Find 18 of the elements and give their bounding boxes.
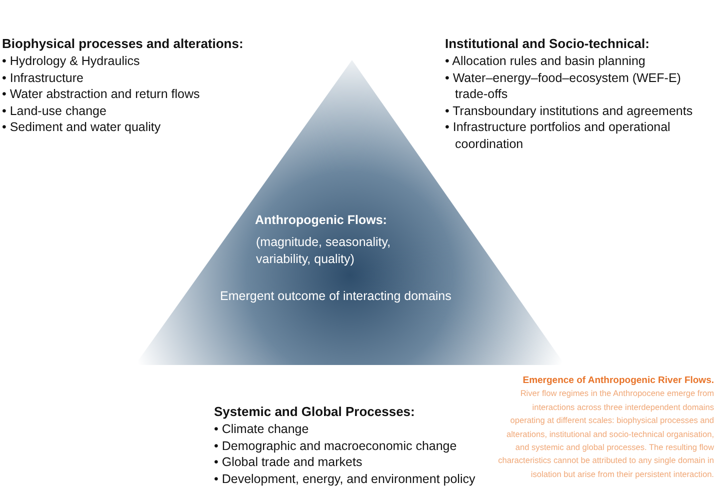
bullet-item: • Hydrology & Hydraulics [2, 53, 141, 70]
bullet-item: • Allocation rules and basin planning [445, 53, 646, 70]
caption-text: Emergence of Anthropogenic River Flows. River flow regimes in the Anthropocene emerge from interactions across three interdependent domains operating at different scales: biophysical processes and alterations, institutional and socio-technical organisation, and systemic and global processes. The resulting flow characteristics cannot be attributed to any single domain in isolation but arise from their persistent interaction. [498, 374, 714, 481]
node-text: (magnitude, seasonality, variability, quality) [256, 234, 392, 267]
node-heading: Anthropogenic Flows: [255, 212, 388, 228]
node-text: Emergent outcome of interacting domains [220, 288, 452, 304]
bullet-item: • Land-use change [2, 102, 108, 119]
section-heading: Biophysical processes and alterations: [2, 36, 244, 51]
bullet-item: • Sediment and water quality [2, 119, 162, 136]
bullet-item: • Water–energy–food–ecosystem (WEF-E) trade-offs [445, 70, 682, 102]
bullet-item: • Water abstraction and return flows [2, 86, 201, 102]
bullet-item: • Infrastructure portfolios and operational coordination [445, 119, 672, 152]
bullet-item: • Demographic and macroeconomic change [214, 438, 458, 454]
bullet-item: • Transboundary institutions and agreements [445, 102, 694, 119]
section-heading: Systemic and Global Processes: [214, 404, 416, 419]
section-heading: Institutional and Socio-technical: [445, 36, 650, 51]
bullet-item: • Development, energy, and environment policy [214, 470, 476, 487]
bullet-item: • Infrastructure [2, 70, 84, 86]
